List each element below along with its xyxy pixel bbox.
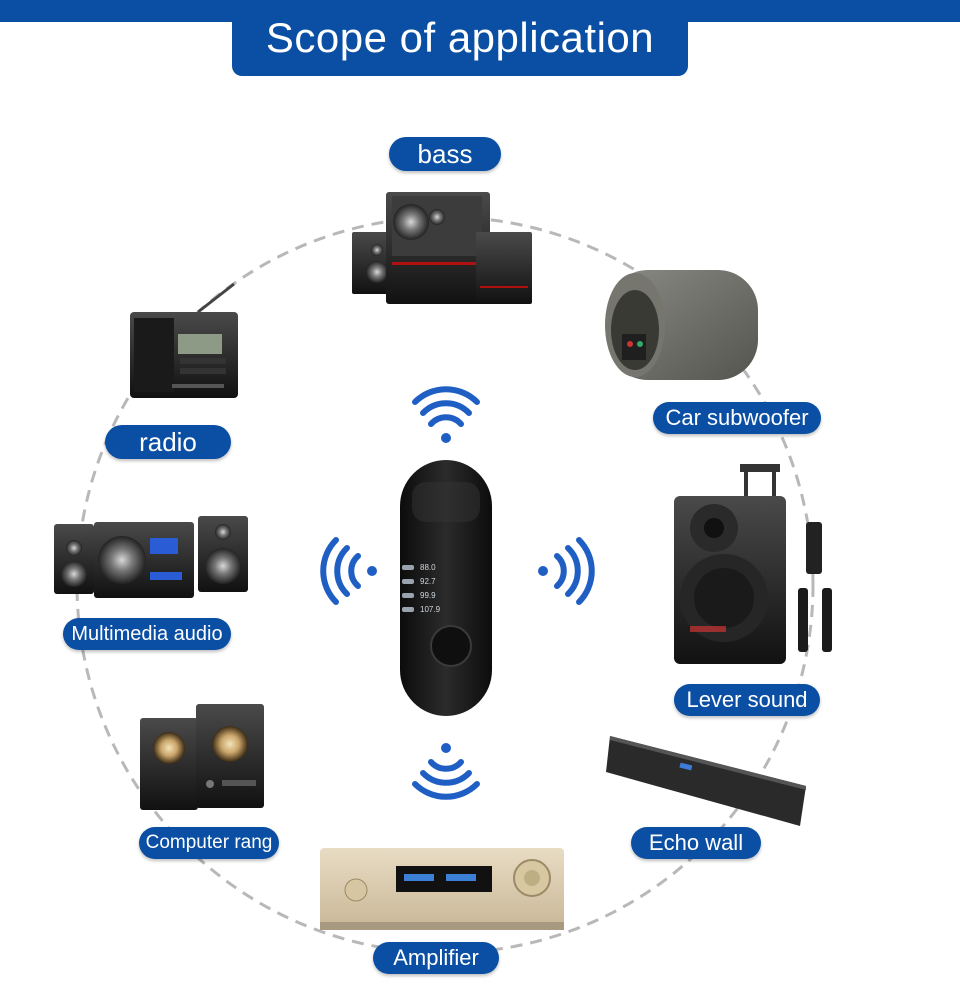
- label-amplifier: Amplifier: [373, 942, 499, 974]
- computer-speakers-image: [140, 704, 264, 810]
- title-banner: Scope of application: [232, 0, 688, 76]
- label-radio: radio: [105, 425, 231, 459]
- signal-down-icon: [412, 743, 480, 800]
- bass-speaker-image: [352, 192, 532, 304]
- freq-92: 92.7: [420, 577, 436, 586]
- label-echo-wall: Echo wall: [631, 827, 761, 859]
- frequency-indicator-lights: [402, 565, 414, 612]
- page-title: Scope of application: [265, 14, 655, 61]
- signal-up-icon: [412, 386, 480, 443]
- label-multimedia-audio: Multimedia audio: [63, 618, 231, 650]
- label-lever-sound: Lever sound: [674, 684, 820, 716]
- multimedia-audio-image: [54, 516, 248, 598]
- device-button: [430, 625, 472, 667]
- bluetooth-transmitter-device: 88.0 92.7 99.9 107.9: [400, 460, 492, 716]
- freq-88: 88.0: [420, 563, 436, 572]
- label-bass: bass: [389, 137, 501, 171]
- signal-right-icon: [538, 537, 595, 605]
- label-car-subwoofer: Car subwoofer: [653, 402, 821, 434]
- connection-circle: [75, 215, 815, 955]
- signal-left-icon: [320, 537, 377, 605]
- echo-wall-image: [606, 736, 806, 826]
- lever-sound-image: [674, 464, 832, 664]
- car-subwoofer-image: [605, 270, 758, 380]
- freq-99: 99.9: [420, 591, 436, 600]
- freq-107: 107.9: [420, 605, 441, 614]
- amplifier-image: [320, 848, 564, 930]
- label-computer-rang: Computer rang: [139, 827, 279, 859]
- radio-image: [130, 282, 238, 398]
